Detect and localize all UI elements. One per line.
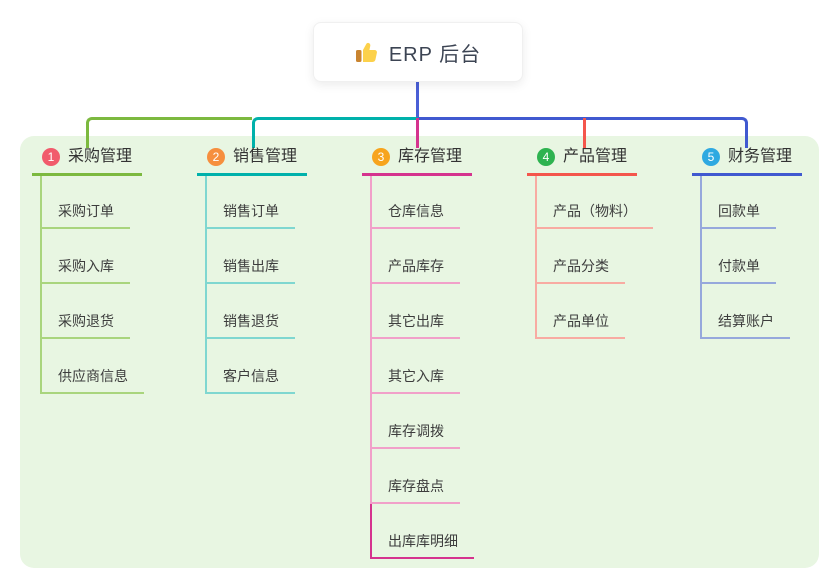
child-node[interactable]: 产品（物料） — [535, 176, 687, 229]
branch-title-product[interactable]: 4 产品管理 — [527, 145, 637, 176]
child-node-label: 仓库信息 — [372, 201, 460, 229]
child-node[interactable]: 销售订单 — [205, 176, 357, 229]
child-node-label: 产品（物料） — [537, 201, 653, 229]
child-node-label: 其它出库 — [372, 311, 460, 339]
child-node-label: 销售出库 — [207, 256, 295, 284]
child-node-label: 回款单 — [702, 201, 776, 229]
connector-branch-1 — [86, 117, 252, 148]
branch-label: 采购管理 — [68, 148, 133, 165]
child-node-label: 销售订单 — [207, 201, 295, 229]
child-node[interactable]: 结算账户 — [700, 284, 839, 339]
child-node-label: 客户信息 — [207, 366, 295, 394]
child-node-label: 库存调拨 — [372, 421, 460, 449]
child-node[interactable]: 库存盘点 — [370, 449, 522, 504]
branch-finance: 5 财务管理 回款单 付款单 结算账户 — [692, 145, 839, 339]
child-node[interactable]: 供应商信息 — [40, 339, 192, 394]
branch-children: 销售订单 销售出库 销售退货 客户信息 — [205, 176, 357, 394]
child-node[interactable]: 其它入库 — [370, 339, 522, 394]
connector-branch-3 — [416, 118, 419, 148]
branch-inventory: 3 库存管理 仓库信息 产品库存 其它出库 其它入库 库存调拨 库存盘点 出库库… — [362, 145, 522, 559]
branch-label: 财务管理 — [728, 148, 793, 165]
branch-title-sales[interactable]: 2 销售管理 — [197, 145, 307, 176]
child-node[interactable]: 采购入库 — [40, 229, 192, 284]
branch-number-badge: 4 — [537, 148, 555, 166]
child-node-label: 出库库明细 — [372, 531, 474, 559]
child-node-label: 结算账户 — [702, 311, 790, 339]
child-node-label: 其它入库 — [372, 366, 460, 394]
child-node[interactable]: 销售退货 — [205, 284, 357, 339]
child-node-label: 产品单位 — [537, 311, 625, 339]
child-node[interactable]: 产品库存 — [370, 229, 522, 284]
root-node-label: ERP 后台 — [388, 43, 482, 66]
child-node-label: 销售退货 — [207, 311, 295, 339]
child-node-label: 采购退货 — [42, 311, 130, 339]
child-node[interactable]: 采购订单 — [40, 176, 192, 229]
branch-label: 库存管理 — [398, 148, 463, 165]
root-node[interactable]: ERP 后台 — [313, 22, 523, 82]
child-node-label: 供应商信息 — [42, 366, 144, 394]
thumbs-up-icon — [355, 40, 379, 64]
child-node-label: 产品分类 — [537, 256, 625, 284]
branch-title-purchase[interactable]: 1 采购管理 — [32, 145, 142, 176]
child-node-label: 付款单 — [702, 256, 776, 284]
branch-number-badge: 2 — [207, 148, 225, 166]
branch-number-badge: 5 — [702, 148, 720, 166]
child-node[interactable]: 库存调拨 — [370, 394, 522, 449]
branch-title-finance[interactable]: 5 财务管理 — [692, 145, 802, 176]
child-node-label: 采购入库 — [42, 256, 130, 284]
branch-label: 销售管理 — [233, 148, 298, 165]
branch-product: 4 产品管理 产品（物料） 产品分类 产品单位 — [527, 145, 687, 339]
branch-children: 回款单 付款单 结算账户 — [700, 176, 839, 339]
branch-label: 产品管理 — [563, 148, 628, 165]
child-node[interactable]: 产品分类 — [535, 229, 687, 284]
child-node[interactable]: 销售出库 — [205, 229, 357, 284]
connector-branch-2 — [252, 117, 418, 148]
mindmap-background-panel — [20, 136, 819, 568]
child-node-label: 采购订单 — [42, 201, 130, 229]
branch-purchase: 1 采购管理 采购订单 采购入库 采购退货 供应商信息 — [32, 145, 192, 394]
child-node[interactable]: 出库库明细 — [370, 504, 522, 559]
child-node[interactable]: 仓库信息 — [370, 176, 522, 229]
child-node[interactable]: 回款单 — [700, 176, 839, 229]
branch-children: 仓库信息 产品库存 其它出库 其它入库 库存调拨 库存盘点 出库库明细 — [370, 176, 522, 559]
branch-sales: 2 销售管理 销售订单 销售出库 销售退货 客户信息 — [197, 145, 357, 394]
branch-children: 采购订单 采购入库 采购退货 供应商信息 — [40, 176, 192, 394]
child-node[interactable]: 产品单位 — [535, 284, 687, 339]
child-node[interactable]: 采购退货 — [40, 284, 192, 339]
child-node[interactable]: 客户信息 — [205, 339, 357, 394]
branch-number-badge: 3 — [372, 148, 390, 166]
child-node[interactable]: 其它出库 — [370, 284, 522, 339]
connector-branch-4 — [583, 118, 586, 148]
branch-title-inventory[interactable]: 3 库存管理 — [362, 145, 472, 176]
root-stem-connector — [416, 82, 419, 118]
branch-number-badge: 1 — [42, 148, 60, 166]
child-node[interactable]: 付款单 — [700, 229, 839, 284]
child-node-label: 产品库存 — [372, 256, 460, 284]
branch-children: 产品（物料） 产品分类 产品单位 — [535, 176, 687, 339]
child-node-label: 库存盘点 — [372, 476, 460, 504]
